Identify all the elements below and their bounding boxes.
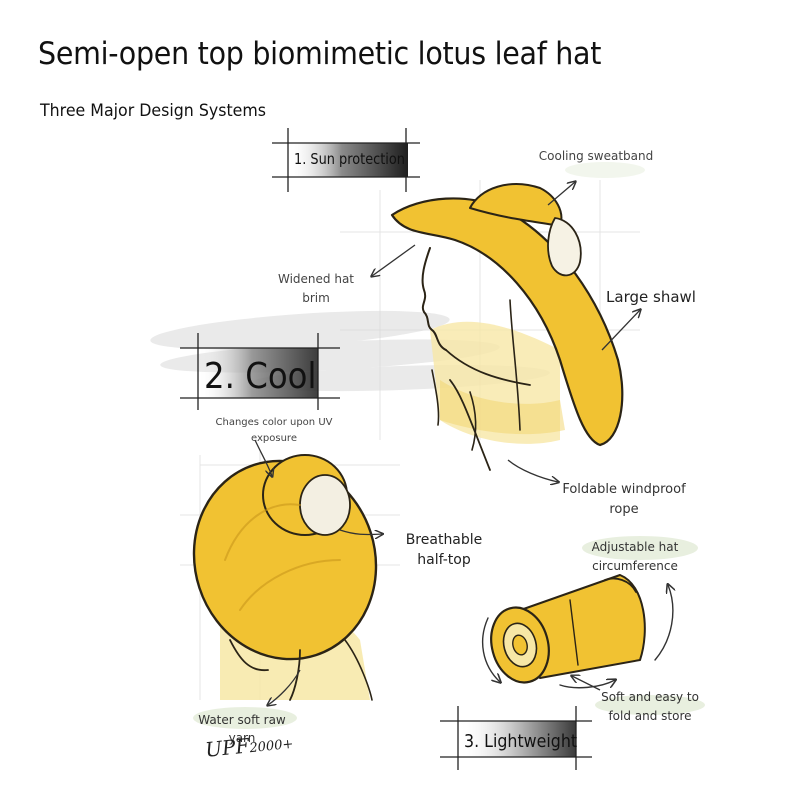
note-widened-brim: Widened hat brim (277, 272, 355, 305)
note-breathable-top: Breathable half-top (405, 532, 483, 568)
system-label-lightweight: 3. Lightweight (464, 731, 578, 752)
note-soft-fold: Soft and easy to fold and store (601, 690, 699, 723)
page-title: Semi-open top biomimetic lotus leaf hat (38, 36, 602, 72)
upf-main: UPF (204, 733, 251, 762)
note-uv-color-change: Changes color upon UV exposure (215, 417, 333, 444)
note-cooling-sweatband: Cooling sweatband (538, 149, 654, 163)
note-water-yarn: Water soft raw yarn (198, 713, 286, 745)
header-bar-3 (440, 706, 592, 770)
hat-profile-drawing (390, 183, 624, 471)
hat-back-drawing (192, 454, 378, 701)
highlight-blobs (193, 162, 705, 729)
annotation-arrows (254, 182, 640, 705)
page-subtitle: Three Major Design Systems (40, 101, 267, 121)
note-foldable-rope: Foldable windproof rope (562, 482, 686, 517)
system-label-cool: 2. Cool (204, 356, 317, 397)
upf-sub: 2000+ (248, 736, 295, 757)
header-bar-2 (180, 333, 340, 410)
rolled-hat-drawing (481, 574, 673, 689)
system-label-sun-protection: 1. Sun protection (294, 150, 405, 168)
header-bar-1 (272, 128, 420, 192)
note-large-shawl: Large shawl (606, 288, 696, 306)
note-adjustable-circumference: Adjustable hat circumference (591, 540, 679, 573)
